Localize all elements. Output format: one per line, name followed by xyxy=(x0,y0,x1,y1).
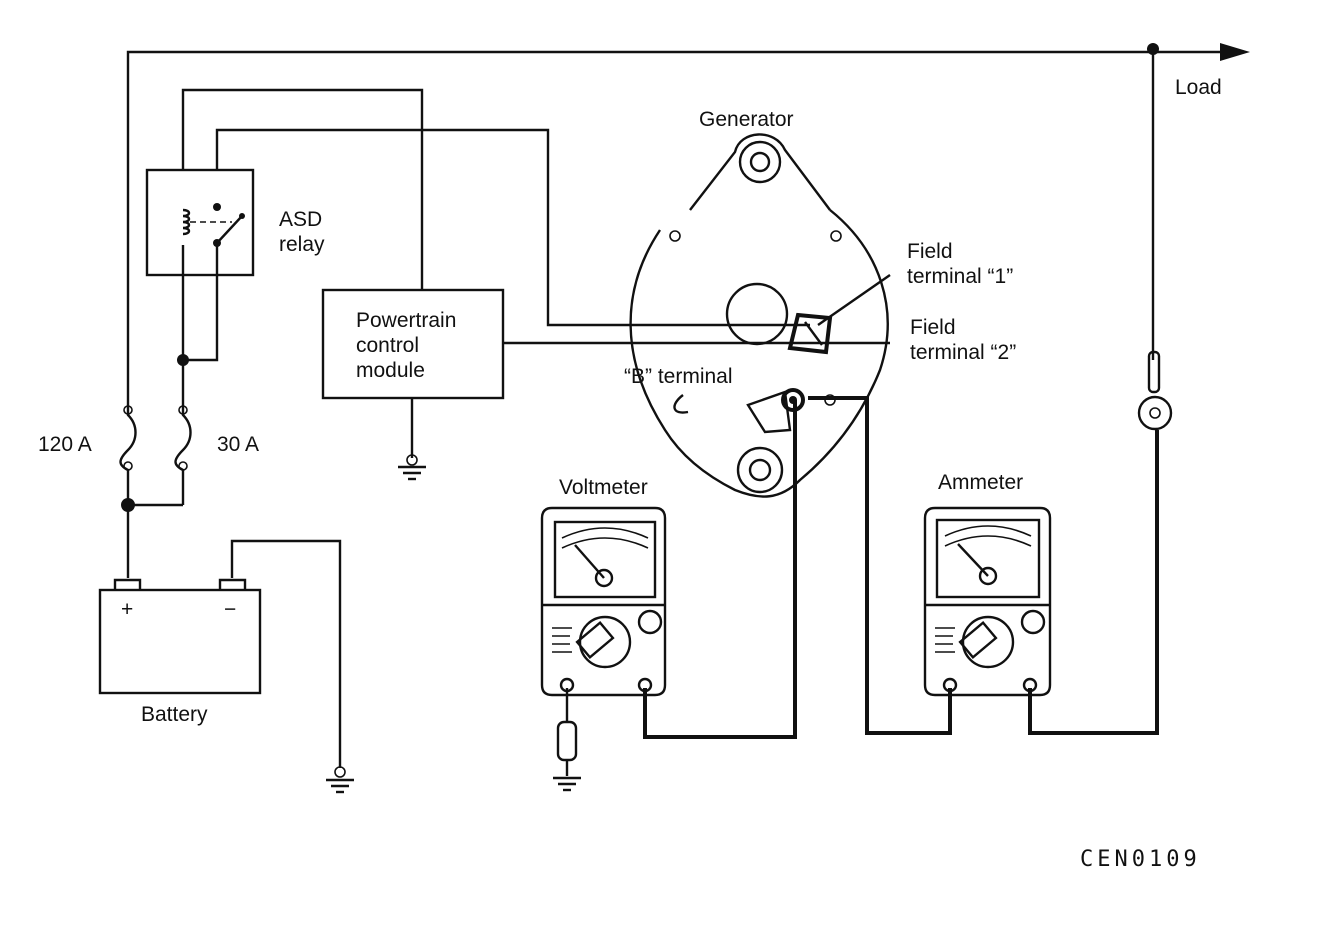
label-field1-a: Field xyxy=(907,240,953,263)
fuse-30a xyxy=(174,400,192,505)
label-pcm-3: module xyxy=(356,359,425,382)
ammeter-terminal-b xyxy=(1022,677,1038,693)
labels: Load Generator ASD relay Field terminal … xyxy=(38,76,1222,872)
ground-symbols xyxy=(326,454,581,794)
junction-load xyxy=(1147,43,1159,55)
label-battery-minus: − xyxy=(224,598,236,621)
figure-code: CEN0109 xyxy=(1080,847,1201,872)
label-b-terminal: “B” terminal xyxy=(624,365,733,388)
load-arrow xyxy=(1220,43,1250,61)
wire-b-to-ammeter xyxy=(808,396,952,735)
relay-coil-icon xyxy=(182,208,191,236)
label-field2-a: Field xyxy=(910,316,956,339)
junction-relay xyxy=(177,354,189,366)
label-ammeter: Ammeter xyxy=(938,471,1023,494)
label-fuse-30: 30 A xyxy=(217,433,259,456)
label-battery-plus: + xyxy=(121,598,133,621)
voltmeter-terminal-neg xyxy=(559,677,575,693)
ground-icon xyxy=(398,454,426,481)
leader-field1 xyxy=(817,274,891,326)
voltmeter-dial xyxy=(578,615,632,669)
ammeter-terminal-a xyxy=(942,677,958,693)
wire-relay-to-field xyxy=(215,128,810,327)
asd-relay xyxy=(145,168,255,277)
label-field2-b: terminal “2” xyxy=(910,341,1016,364)
label-pcm-2: control xyxy=(356,334,419,357)
ground-icon xyxy=(326,766,354,794)
generator xyxy=(629,133,891,498)
label-generator: Generator xyxy=(699,108,794,131)
b-terminal-post xyxy=(781,388,805,412)
label-voltmeter: Voltmeter xyxy=(559,476,648,499)
wire-main-feed xyxy=(126,50,1226,395)
field-terminal-plug xyxy=(787,312,833,355)
label-pcm-1: Powertrain xyxy=(356,309,456,332)
label-field1-b: terminal “1” xyxy=(907,265,1013,288)
load-connector xyxy=(1137,350,1173,431)
voltmeter-terminal-pos xyxy=(637,677,653,693)
label-asd: ASD xyxy=(279,208,322,231)
pcm-box xyxy=(321,288,505,400)
battery xyxy=(98,578,262,695)
ammeter xyxy=(923,506,1052,697)
label-relay: relay xyxy=(279,233,325,256)
voltmeter xyxy=(540,506,667,697)
label-fuse-120: 120 A xyxy=(38,433,92,456)
wire-relay-switch-down xyxy=(183,245,219,362)
wire-b-to-voltmeter xyxy=(643,400,797,739)
wire-asd-to-pcm xyxy=(181,88,424,290)
fuse-120a xyxy=(119,395,137,505)
wiring xyxy=(119,43,1250,768)
label-load: Load xyxy=(1175,76,1222,99)
wire-ammeter-to-load xyxy=(1028,430,1159,735)
label-battery: Battery xyxy=(141,703,208,726)
ground-icon xyxy=(553,720,581,792)
wire-battery-negative xyxy=(230,539,342,768)
ammeter-dial xyxy=(961,615,1015,669)
